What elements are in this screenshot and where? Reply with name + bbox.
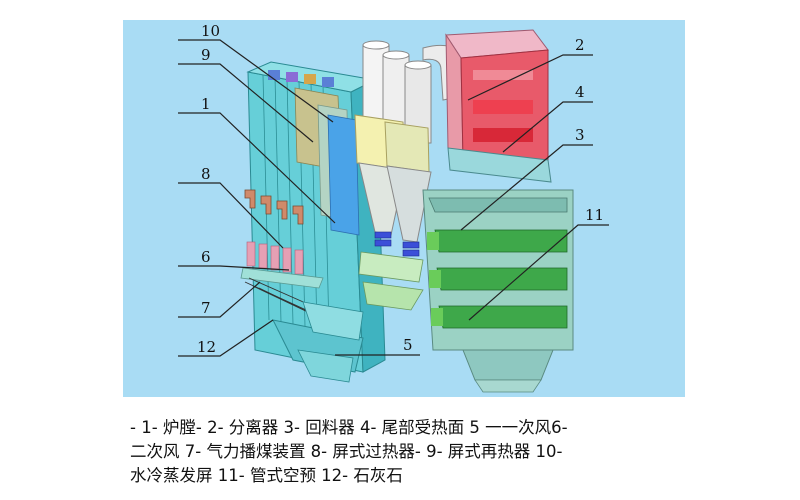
caption-line-1: - 1- 炉膛- 2- 分离器 3- 回料器 4- 尾部受热面 5 一一次风6- (130, 418, 568, 437)
callout-7: 7 (201, 299, 211, 317)
callout-12: 12 (197, 338, 216, 356)
callout-9: 9 (201, 46, 211, 64)
tail-heating-surface (445, 29, 552, 183)
legend-caption: - 1- 炉膛- 2- 分离器 3- 回料器 4- 尾部受热面 5 一一次风6-… (130, 416, 670, 488)
boiler-drawing: 10 9 1 8 6 7 12 5 2 4 3 11 (123, 20, 685, 397)
cyclone-separators (354, 40, 469, 257)
callout-3: 3 (575, 126, 585, 144)
callout-2: 2 (575, 36, 585, 54)
callout-10: 10 (201, 22, 220, 40)
callout-4: 4 (575, 83, 585, 101)
callout-labels: 10 9 1 8 6 7 12 5 2 4 3 11 (197, 22, 604, 356)
caption-line-3: 水冷蒸发屏 11- 管式空预 12- 石灰石 (130, 466, 403, 485)
loop-seal (358, 251, 424, 311)
boiler-diagram: 10 9 1 8 6 7 12 5 2 4 3 11 (123, 20, 685, 397)
tubular-air-preheater (422, 189, 574, 393)
caption-line-2: 二次风 7- 气力播煤装置 8- 屏式过热器- 9- 屏式再热器 10- (130, 442, 563, 461)
furnace-bottom (272, 301, 364, 383)
callout-5: 5 (403, 336, 413, 354)
callout-11: 11 (585, 206, 604, 224)
callout-1: 1 (201, 95, 211, 113)
callout-leaders (178, 39, 609, 357)
callout-8: 8 (201, 165, 211, 183)
callout-6: 6 (201, 248, 211, 266)
